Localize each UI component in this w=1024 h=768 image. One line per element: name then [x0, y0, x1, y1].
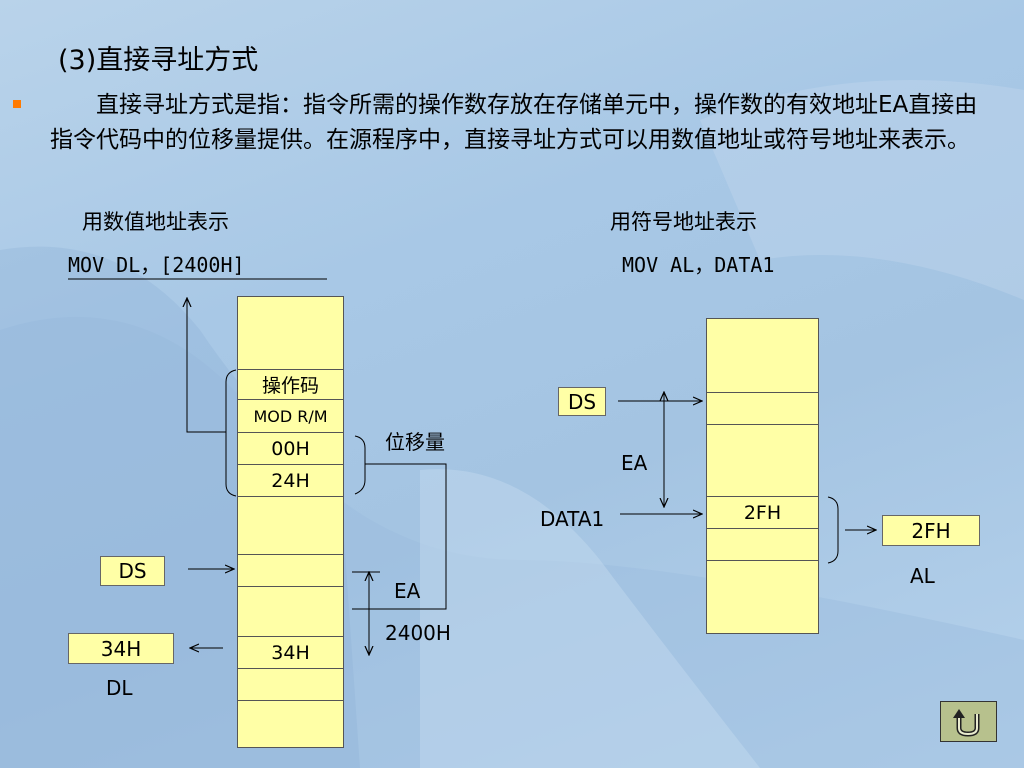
memory-cell: [238, 297, 343, 370]
memory-cell: [238, 497, 343, 555]
symbolic-instruction: MOV AL，DATA1: [622, 253, 775, 277]
left-memory-column: 操作码 MOD R/M 00H 24H 34H: [237, 296, 344, 748]
memory-cell-data1: 2FH: [707, 497, 818, 529]
displacement-to-ea-line: [352, 463, 447, 610]
numeric-address-caption: 用数值地址表示: [82, 210, 229, 234]
memory-cell-disp-high: 24H: [238, 465, 343, 497]
right-ds-register: DS: [558, 387, 606, 416]
memory-cell-opcode: 操作码: [238, 370, 343, 400]
symbolic-address-caption: 用符号地址表示: [610, 210, 757, 234]
instruction-pointer-arrow: [187, 298, 226, 433]
displacement-label: 位移量: [385, 430, 445, 454]
return-u-turn-icon: [953, 709, 980, 737]
memory-cell: [238, 669, 343, 701]
bullet-marker: [13, 100, 21, 108]
left-ea-label: EA: [394, 579, 421, 603]
dl-register-value: 34H: [68, 633, 174, 664]
memory-cell-modrm: MOD R/M: [238, 400, 343, 433]
left-ea-value: 2400H: [385, 621, 451, 645]
memory-cell: [707, 561, 818, 635]
memory-cell: [238, 701, 343, 749]
al-register-value: 2FH: [882, 515, 980, 546]
description-paragraph: 直接寻址方式是指：指令所需的操作数存放在存储单元中，操作数的有效地址EA直接由指…: [50, 92, 978, 153]
memory-cell: [707, 319, 818, 393]
right-memory-column: 2FH: [706, 318, 819, 634]
dl-register-label: DL: [106, 676, 133, 700]
memory-cell: [707, 425, 818, 497]
data1-label: DATA1: [540, 507, 605, 531]
slide-title: (3)直接寻址方式: [58, 45, 259, 76]
memory-cell: [707, 393, 818, 425]
memory-cell-disp-low: 00H: [238, 433, 343, 465]
al-register-label: AL: [910, 564, 935, 588]
numeric-instruction: MOV DL，[2400H]: [68, 253, 245, 277]
return-button[interactable]: [940, 701, 997, 742]
left-ds-register: DS: [100, 556, 165, 586]
memory-cell: [238, 555, 343, 587]
right-ea-label: EA: [621, 451, 648, 475]
memory-cell-data: 34H: [238, 637, 343, 669]
memory-cell: [238, 587, 343, 637]
memory-cell: [707, 529, 818, 561]
